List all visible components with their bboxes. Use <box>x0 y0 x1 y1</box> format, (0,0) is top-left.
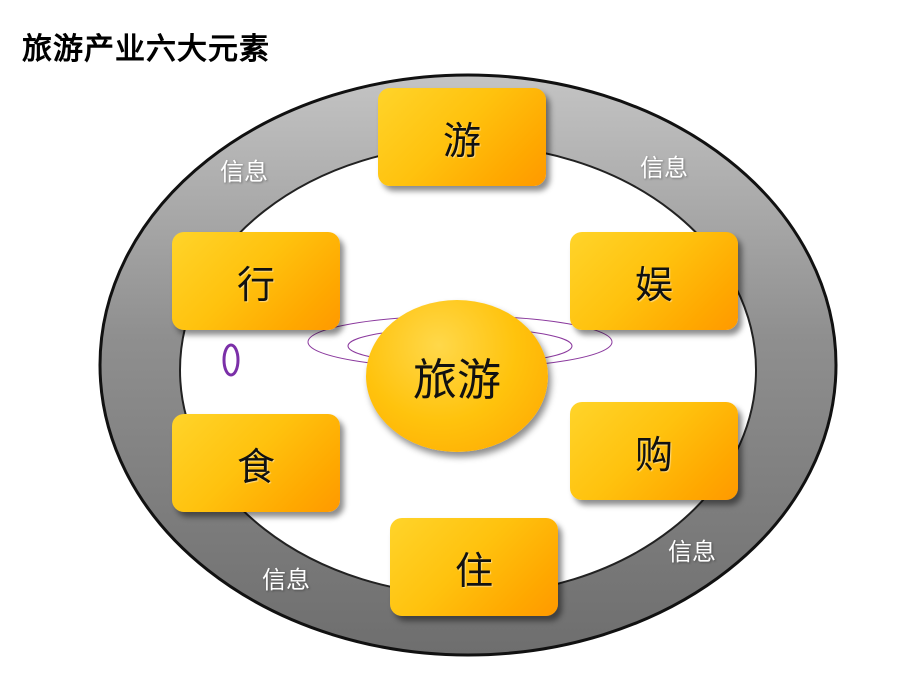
node-yu[interactable]: 娱 <box>570 232 738 330</box>
node-you[interactable]: 游 <box>378 88 546 186</box>
node-shi[interactable]: 食 <box>172 414 340 512</box>
page-title: 旅游产业六大元素 <box>22 32 270 67</box>
center-node[interactable]: 旅游 <box>366 300 548 452</box>
node-gou[interactable]: 购 <box>570 402 738 500</box>
info-label-bottom-right: 信息 <box>668 538 716 566</box>
small-orbit-marker <box>222 343 240 377</box>
info-label-top-right: 信息 <box>640 154 688 182</box>
info-label-bottom-left: 信息 <box>262 566 310 594</box>
info-label-top-left: 信息 <box>220 158 268 186</box>
node-zhu[interactable]: 住 <box>390 518 558 616</box>
node-xing[interactable]: 行 <box>172 232 340 330</box>
